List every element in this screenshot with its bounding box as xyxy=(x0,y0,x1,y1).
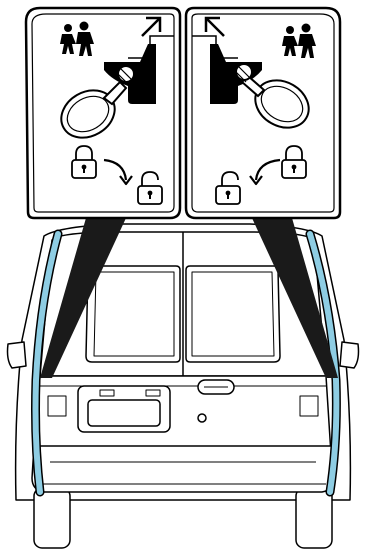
mirror-left xyxy=(8,342,27,368)
mirror-right xyxy=(340,342,359,368)
left-panel xyxy=(26,8,180,218)
plate-area xyxy=(88,400,160,426)
right-panel xyxy=(186,8,340,218)
key-lock-barrel xyxy=(198,414,206,422)
wheel-left xyxy=(34,488,70,548)
window-left xyxy=(86,266,180,362)
rear-bumper xyxy=(32,446,334,492)
wheel-right xyxy=(296,488,332,548)
window-right xyxy=(186,266,280,362)
